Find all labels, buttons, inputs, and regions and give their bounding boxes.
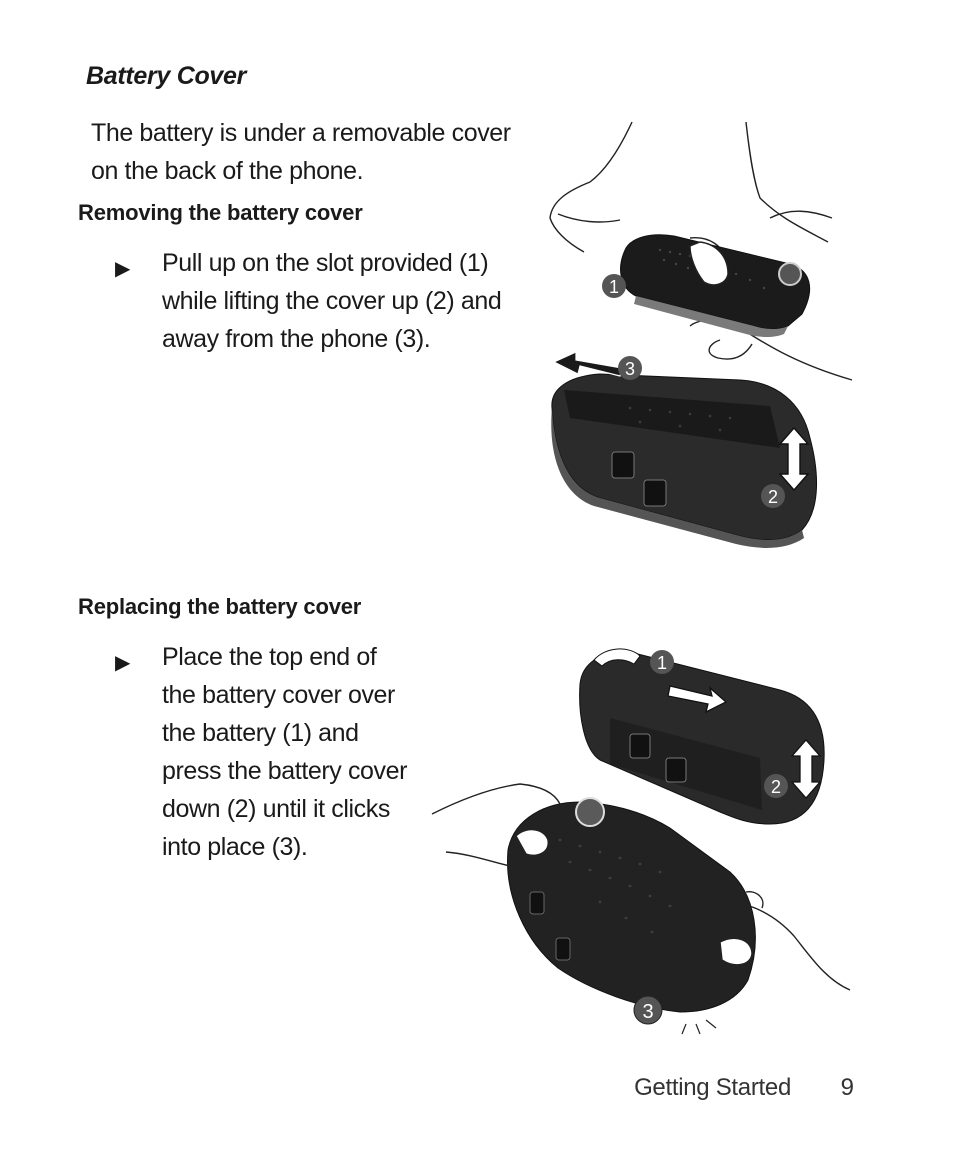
camera-lens-icon	[575, 797, 605, 827]
removing-cover-illustration: 1 3 2	[549, 121, 853, 548]
bullet-icon: ▶	[115, 258, 131, 280]
callout-2: 2	[771, 777, 781, 797]
side-key-icon	[611, 451, 635, 479]
camera-lens-icon	[778, 262, 802, 286]
up-down-arrow-icon	[790, 739, 822, 799]
callout-2: 2	[768, 487, 778, 507]
hand-icon	[431, 783, 851, 991]
section-title: Battery Cover	[86, 62, 247, 90]
side-key-icon	[629, 733, 651, 759]
arrow-icon	[667, 685, 728, 714]
side-key-icon	[643, 479, 667, 507]
intro-paragraph: The battery is under a removable cover o…	[91, 119, 511, 185]
bullet-icon: ▶	[115, 652, 131, 674]
arrow-icon	[552, 351, 623, 377]
removing-step-text: Pull up on the slot provided (1) while l…	[162, 249, 502, 353]
replacing-step-text: Place the top end of the battery cover o…	[162, 643, 408, 861]
replacing-heading: Replacing the battery cover	[78, 594, 362, 619]
removing-heading: Removing the battery cover	[78, 200, 363, 225]
callout-3: 3	[625, 359, 635, 379]
side-key-icon	[665, 757, 687, 783]
replacing-cover-illustration: 1 2 3	[431, 648, 851, 1035]
up-down-arrow-icon	[778, 426, 810, 492]
footer-section-label: Getting Started	[634, 1074, 791, 1101]
callout-3: 3	[642, 1001, 653, 1023]
callout-1: 1	[609, 277, 619, 297]
callout-1: 1	[657, 653, 667, 673]
click-lines-icon	[681, 1019, 717, 1035]
page-number: 9	[840, 1074, 854, 1101]
